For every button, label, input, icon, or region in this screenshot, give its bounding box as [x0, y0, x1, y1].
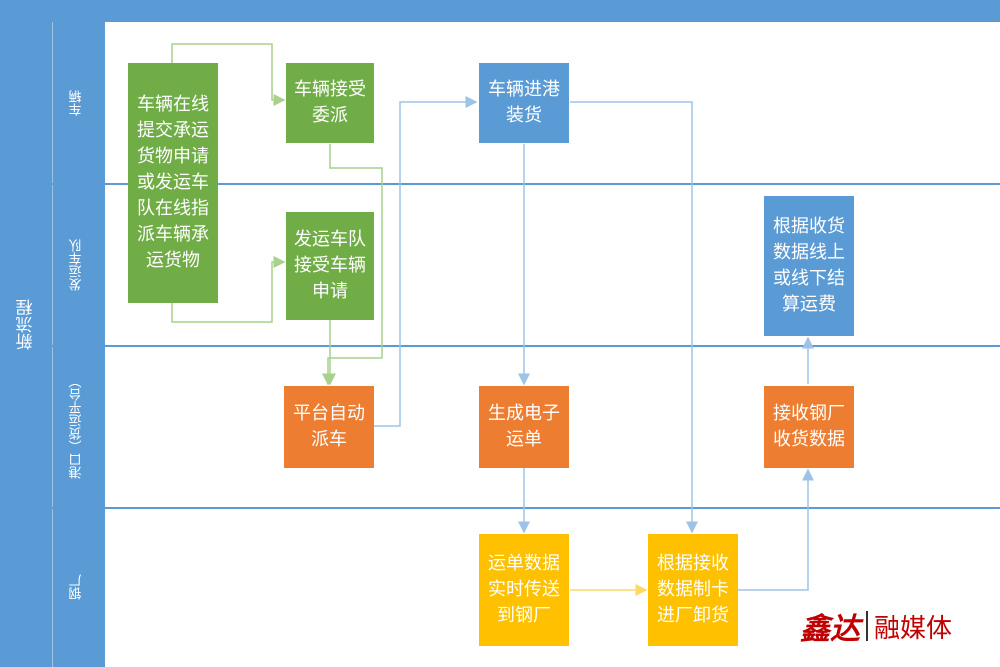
lane-label-port: 港口（货运平台）	[69, 375, 85, 479]
process-title-bar: 新流程	[0, 0, 52, 667]
watermark-divider	[866, 611, 868, 641]
lane-label-steel-mill: 钢厂	[69, 574, 85, 601]
top-header-bar	[0, 0, 1000, 22]
lane-divider	[52, 183, 1000, 185]
connector-dispatch-to-enter-port	[374, 96, 478, 427]
connector-enter-port-to-make-card	[570, 101, 698, 534]
box-realtime-send[interactable]: 运单数据实时传送到钢厂	[479, 534, 569, 646]
process-title: 新流程	[16, 299, 37, 351]
box-submit-request[interactable]: 车辆在线提交承运货物申请或发运车队在线指派车辆承运货物	[128, 63, 218, 303]
box-enter-port[interactable]: 车辆进港装货	[479, 63, 569, 143]
watermark: 鑫达 融媒体	[800, 606, 990, 647]
lane-label-vehicle: 车辆	[69, 90, 85, 116]
lane-divider	[52, 507, 1000, 509]
box-e-waybill[interactable]: 生成电子运单	[479, 386, 569, 468]
box-receive-data[interactable]: 接收钢厂收货数据	[764, 386, 854, 468]
lane-header-column	[52, 22, 105, 667]
box-make-card[interactable]: 根据接收数据制卡进厂卸货	[648, 534, 738, 646]
box-fleet-accept[interactable]: 发运车队接受车辆申请	[286, 212, 374, 320]
box-platform-dispatch[interactable]: 平台自动派车	[284, 386, 374, 468]
lane-divider	[52, 345, 1000, 347]
box-settle-freight[interactable]: 根据收货数据线上或线下结算运费	[764, 196, 854, 336]
watermark-brand: 鑫达	[800, 612, 860, 647]
watermark-suffix: 融媒体	[874, 613, 953, 644]
connector-make-card-to-receive-data	[738, 468, 814, 591]
lane-label-fleet: 发运车队	[69, 239, 85, 291]
box-vehicle-accept[interactable]: 车辆接受委派	[286, 63, 374, 143]
